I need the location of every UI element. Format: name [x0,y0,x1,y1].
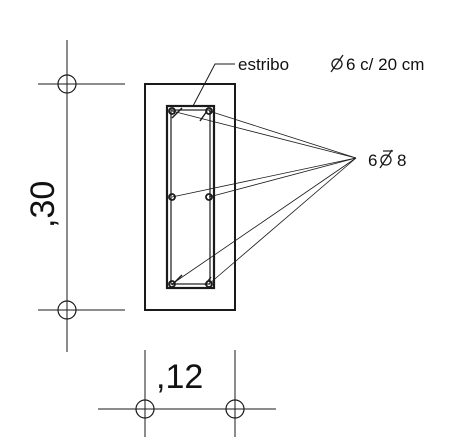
rebar [168,107,176,115]
stirrup-spec: 6 c/ 20 cm [346,55,424,74]
concrete-section [144,83,236,311]
bar-leader-lines [171,110,357,285]
width-dimension [98,350,276,437]
height-dimension [38,40,125,352]
rebar [168,280,176,288]
stirrup-outer [165,104,216,290]
bars-count: 6 [368,151,377,170]
width-dimension-label: ,12 [156,358,203,396]
bar-diameter-icon [379,149,393,169]
rebar [205,280,213,288]
bars-diameter: 8 [397,151,406,170]
rebar [205,193,213,201]
diameter-icon [330,54,344,73]
rebar [168,193,176,201]
stirrup-label: estribo [238,55,289,74]
rebars [168,107,213,288]
stirrup-leader [192,63,235,107]
height-dimension-label: ,30 [24,181,62,228]
stirrup-inner [170,109,211,285]
rebar [205,107,213,115]
